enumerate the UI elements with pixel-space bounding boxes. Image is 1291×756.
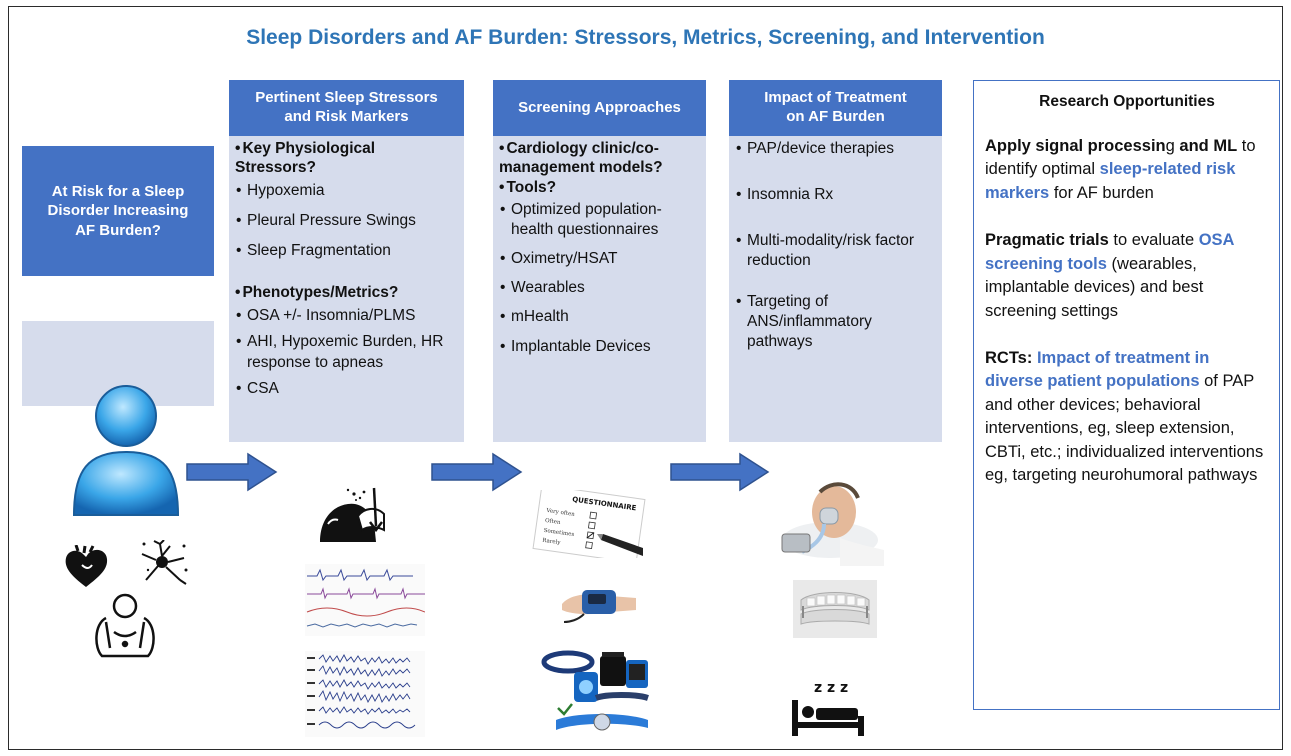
stressors-list-2: OSA +/- Insomnia/PLMS AHI, Hypoxemic Bur…: [235, 306, 458, 399]
research-opportunities-panel: Research Opportunities Apply signal proc…: [973, 80, 1280, 710]
sleeping-bed-icon: z z z: [792, 680, 864, 736]
oral-appliance-image: [793, 580, 877, 638]
risk-box: At Risk for a Sleep Disorder Increasing …: [22, 146, 214, 276]
figure-title: Sleep Disorders and AF Burden: Stressors…: [246, 26, 1045, 49]
risk-box-label: At Risk for a Sleep Disorder Increasing …: [47, 182, 189, 239]
eeg-trace-image: [305, 651, 425, 737]
pulse-oximeter-image: [562, 590, 636, 623]
screening-section-tools: Tools?: [499, 178, 700, 198]
throat-airway-icon: [320, 487, 385, 542]
person-icon: [72, 385, 180, 516]
list-item: Pleural Pressure Swings: [235, 211, 458, 231]
research-item-pragmatic-trials: Pragmatic trials to evaluate OSA screeni…: [985, 231, 1234, 320]
list-item: Wearables: [499, 278, 700, 298]
list-item: OSA +/- Insomnia/PLMS: [235, 306, 458, 326]
treatment-list: PAP/device therapies Insomnia Rx Multi-m…: [735, 139, 936, 352]
neuron-icon: [141, 540, 188, 585]
arrow-icon: [186, 452, 278, 492]
stressors-list-1: Hypoxemia Pleural Pressure Swings Sleep …: [235, 181, 458, 262]
stressors-panel: Key Physiological Stressors? Hypoxemia P…: [229, 136, 464, 442]
treatment-header-label: Impact of Treatment on AF Burden: [764, 89, 907, 125]
heart-icon: [65, 545, 108, 587]
questionnaire-option: Sometimes: [543, 528, 575, 538]
list-item: CSA: [235, 379, 458, 399]
screening-header-label: Screening Approaches: [518, 98, 681, 116]
list-item: Hypoxemia: [235, 181, 458, 201]
wearables-image: [541, 650, 649, 731]
stressors-section-physiological: Key Physiological Stressors?: [235, 139, 458, 178]
list-item: Optimized population-health questionnair…: [499, 200, 700, 240]
cpap-user-image: [781, 482, 884, 566]
screening-panel: Cardiology clinic/co-management models? …: [493, 136, 706, 442]
screening-header: Screening Approaches: [493, 80, 706, 136]
stressors-header-label: Pertinent Sleep Stressors and Risk Marke…: [255, 89, 438, 125]
stressors-header: Pertinent Sleep Stressors and Risk Marke…: [229, 80, 464, 136]
screening-list: Optimized population-health questionnair…: [499, 200, 700, 357]
list-item: Oximetry/HSAT: [499, 249, 700, 269]
list-item: PAP/device therapies: [735, 139, 936, 159]
list-item: Sleep Fragmentation: [235, 241, 458, 261]
obese-person-icon: [95, 593, 155, 658]
list-item: Multi-modality/risk factor reduction: [735, 231, 936, 271]
questionnaire-option: Rarely: [542, 538, 562, 547]
treatment-panel: PAP/device therapies Insomnia Rx Multi-m…: [729, 136, 942, 442]
screening-section-clinic: Cardiology clinic/co-management models?: [499, 139, 700, 178]
treatment-header: Impact of Treatment on AF Burden: [729, 80, 942, 136]
list-item: AHI, Hypoxemic Burden, HR response to ap…: [235, 332, 458, 372]
questionnaire-option: Often: [545, 518, 562, 526]
psg-trace-image: [305, 564, 425, 636]
arrow-icon: [431, 452, 523, 492]
research-item-signal-processing: Apply signal processing and ML to identi…: [985, 137, 1256, 202]
questionnaire-image: QUESTIONNAIRE Very often Often Sometimes…: [532, 490, 646, 558]
list-item: Targeting of ANS/inflammatory pathways: [735, 292, 936, 352]
list-item: mHealth: [499, 307, 700, 327]
list-item: Insomnia Rx: [735, 185, 936, 205]
research-title: Research Opportunities: [1039, 93, 1215, 110]
list-item: Implantable Devices: [499, 337, 700, 357]
stressors-section-phenotypes: Phenotypes/Metrics?: [235, 283, 458, 303]
research-item-rcts: RCTs: Impact of treatment in diverse pat…: [985, 348, 1264, 485]
sleep-z-label: z z z: [814, 680, 848, 696]
questionnaire-option: Very often: [545, 508, 576, 518]
arrow-icon: [670, 452, 770, 492]
